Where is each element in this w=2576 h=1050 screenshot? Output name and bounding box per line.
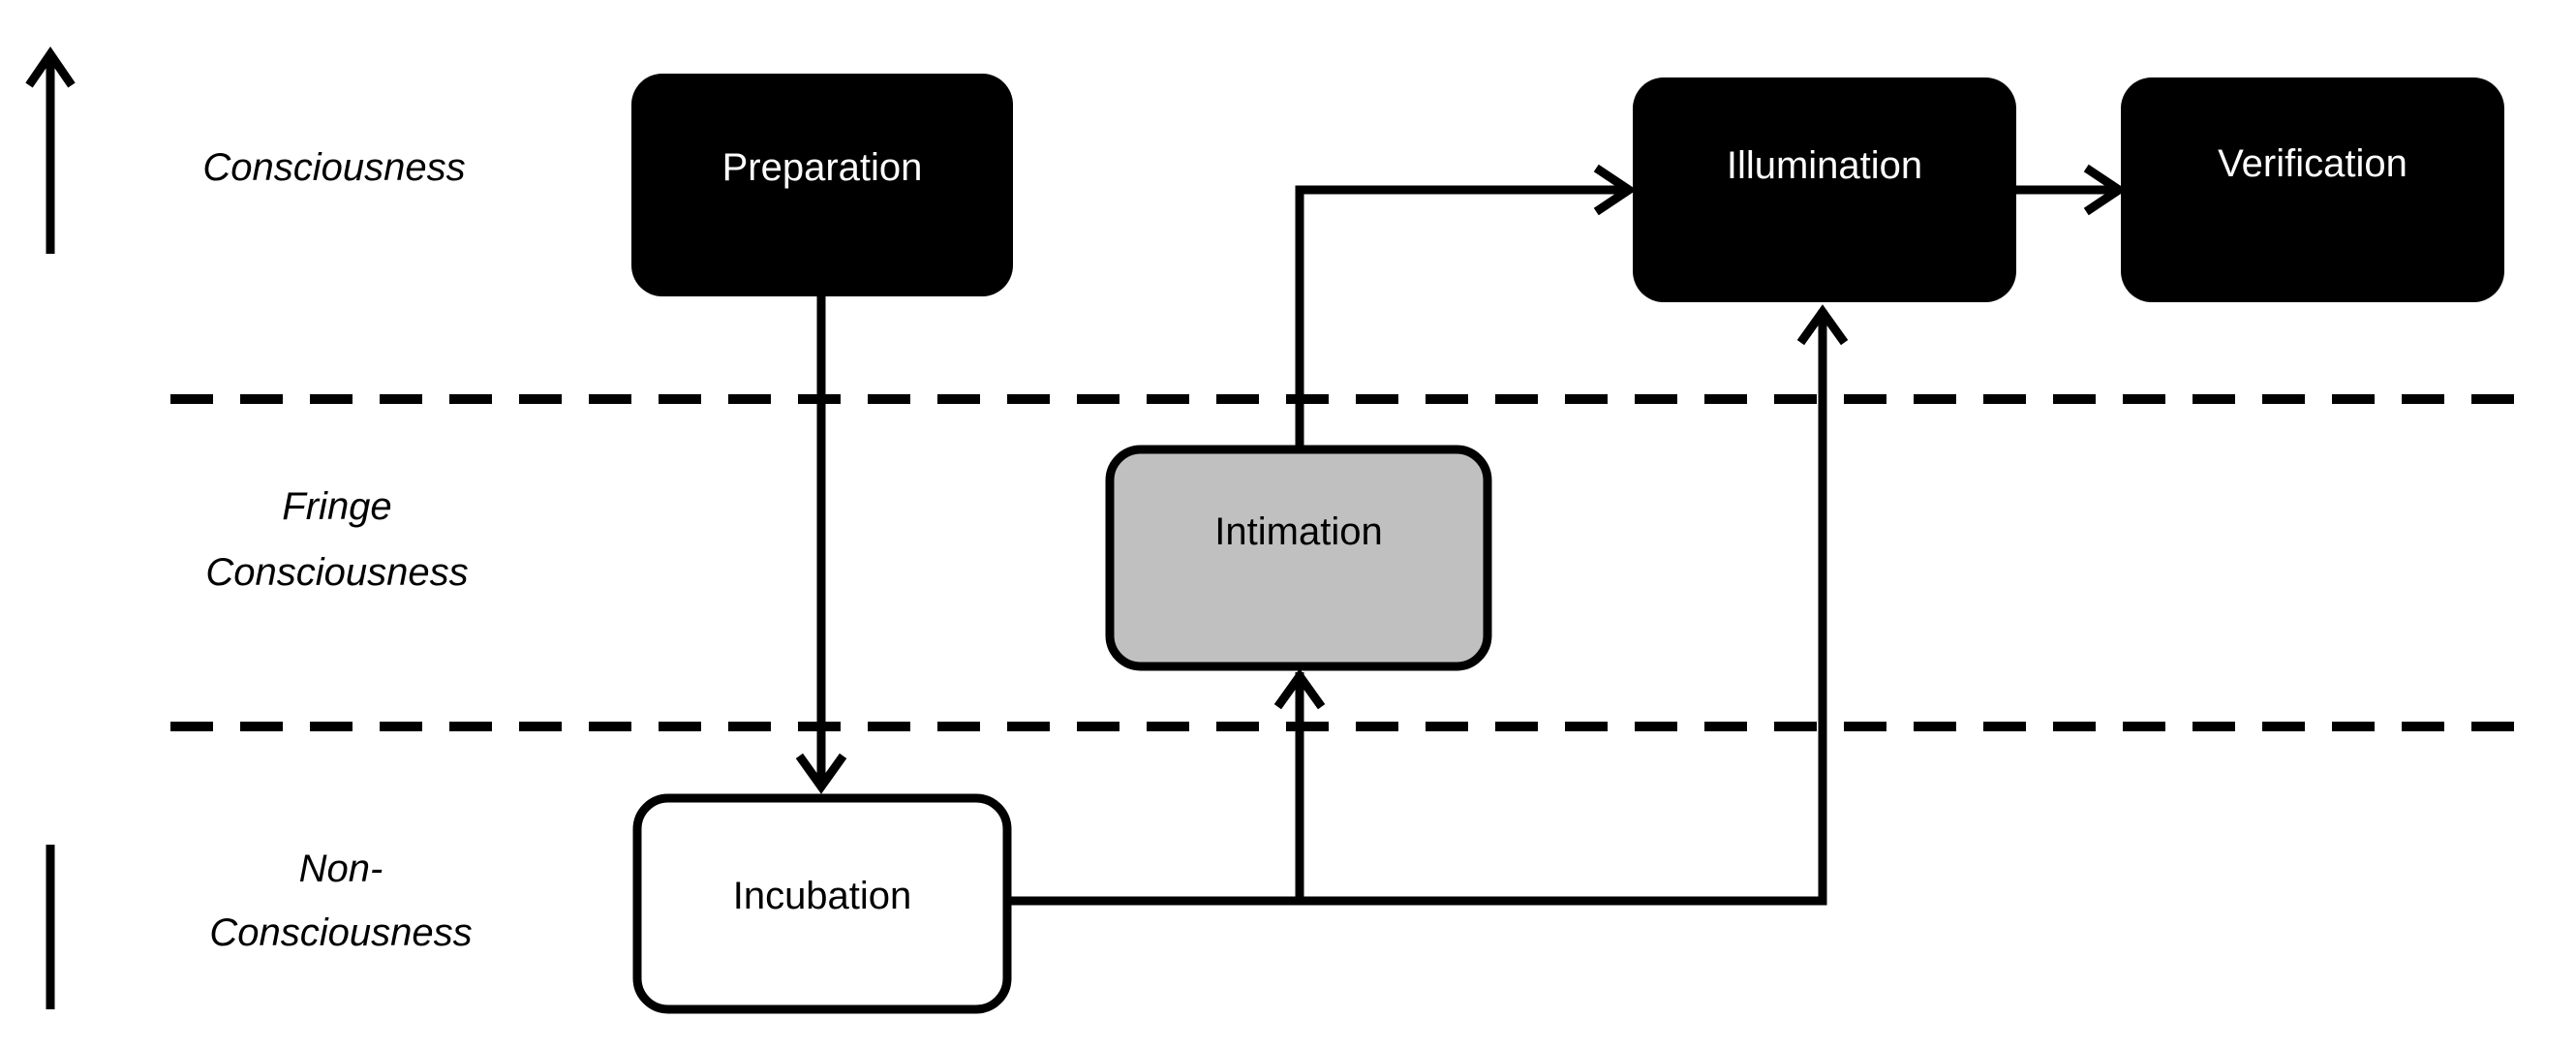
level-label-non-consciousness-line2: Consciousness [209, 911, 472, 954]
level-label-fringe-line1: Fringe [282, 485, 391, 528]
axis-arrow-icon [25, 46, 76, 88]
level-label-consciousness: Consciousness [202, 146, 465, 189]
node-incubation: Incubation [632, 793, 1012, 1014]
arrowhead-verification-icon [2083, 164, 2128, 216]
node-incubation-label: Incubation [733, 875, 912, 917]
arrowhead-illumination-left-icon [1593, 164, 1638, 216]
connector-intimation-illumination [1295, 185, 1629, 448]
node-intimation-label: Intimation [1214, 510, 1382, 553]
node-verification-label: Verification [2218, 142, 2407, 185]
consciousness-axis [25, 46, 76, 1009]
arrowhead-incubation-icon [795, 753, 847, 794]
node-verification-box [2121, 77, 2504, 302]
node-illumination-box [1633, 77, 2016, 302]
node-intimation: Intimation [1105, 445, 1492, 671]
node-preparation-box [631, 74, 1013, 296]
arrowhead-intimation-icon [1273, 668, 1326, 710]
node-preparation: Preparation [631, 74, 1013, 296]
arrowhead-illumination-bottom-icon [1796, 304, 1849, 346]
node-incubation-box [632, 793, 1012, 1014]
connector-incubation-branch [1007, 310, 1827, 906]
connectors [795, 164, 2128, 906]
node-verification: Verification [2121, 77, 2504, 302]
node-preparation-label: Preparation [722, 146, 923, 189]
level-label-fringe-line2: Consciousness [205, 551, 468, 594]
node-illumination-label: Illumination [1727, 144, 1922, 187]
node-illumination: Illumination [1633, 77, 2016, 302]
node-intimation-box [1105, 445, 1492, 671]
level-label-non-consciousness-line1: Non- [299, 848, 383, 890]
